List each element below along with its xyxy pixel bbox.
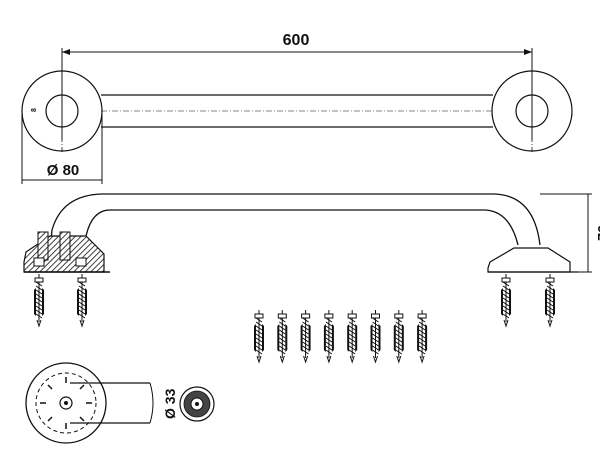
rosette-plan-view: [25, 362, 154, 444]
mounting-holes: [40, 377, 92, 429]
small-dimension-label: 8: [31, 108, 38, 112]
screw-anchor-icon: [276, 309, 288, 363]
right-rosette-top: [491, 70, 573, 152]
loose-screw-row: [253, 309, 428, 363]
tube-diameter-label: Ø 33: [162, 388, 178, 419]
right-mount: [487, 247, 578, 273]
screw-anchor-icon: [393, 309, 405, 363]
bar-top: [101, 94, 493, 128]
height-label: 92: [595, 225, 600, 241]
screw-anchor-icon: [323, 309, 335, 363]
length-dimension: 600: [61, 32, 533, 140]
grab-bar-tube: [49, 193, 541, 257]
side-view: 92: [23, 193, 600, 327]
mounted-screws: [33, 273, 556, 327]
height-dimension: 92: [540, 193, 600, 273]
screw-anchor-icon: [370, 309, 381, 363]
screw-anchor-icon: [253, 309, 265, 363]
screw-anchor-icon: [346, 309, 358, 363]
rosette-diameter-label: Ø 80: [47, 162, 80, 179]
left-mount-section: [23, 231, 110, 273]
tube-section: Ø 33: [162, 386, 215, 422]
rosette-diameter-dimension: Ø 80: [21, 112, 103, 184]
length-label: 600: [283, 32, 310, 49]
screw-anchor-icon: [416, 309, 428, 363]
top-view: 600 8 Ø 80: [21, 32, 573, 184]
screw-anchor-icon: [300, 309, 312, 363]
